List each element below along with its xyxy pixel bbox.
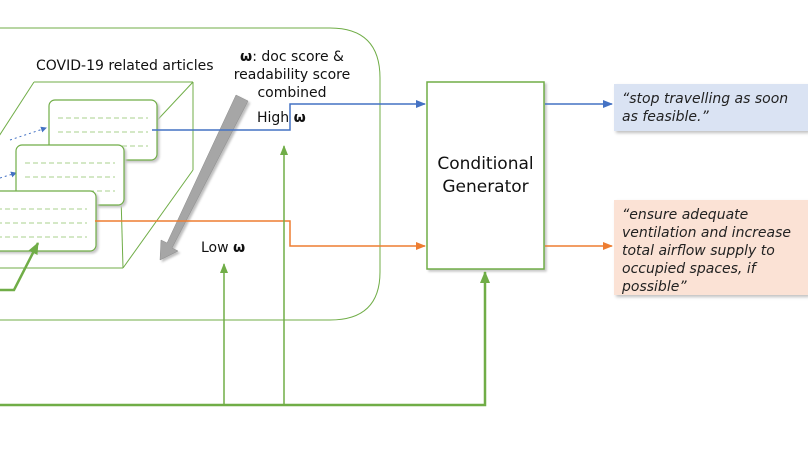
omega-symbol: ω [240,49,253,65]
high-label-text: High [257,110,290,126]
omega-symbol-low: ω [233,240,246,256]
conditional-generator-box [426,81,545,270]
dotted-links [0,126,47,179]
article-container [0,27,381,321]
omega-symbol-high: ω [293,110,306,126]
ranking-arrow [159,94,249,261]
articles-label: COVID-19 related articles [36,58,214,74]
high-omega-label: High ω [257,110,306,126]
low-output-text: “ensure adequate ventilation and increas… [614,200,808,295]
high-score-path [152,100,426,131]
input-arrow [0,242,40,292]
conditioning-bus [0,271,490,407]
article-card-front [0,190,97,252]
high-output-text: “stop travelling as soon as feasible.” [614,84,808,131]
omega-note: ω: doc score & readability score combine… [232,48,352,102]
low-omega-label: Low ω [201,240,245,256]
generator-title: Conditional Generator [437,154,534,197]
low-label-text: Low [201,240,229,256]
low-score-path [95,220,426,250]
omega-note-text: : doc score & readability score combined [233,49,351,101]
